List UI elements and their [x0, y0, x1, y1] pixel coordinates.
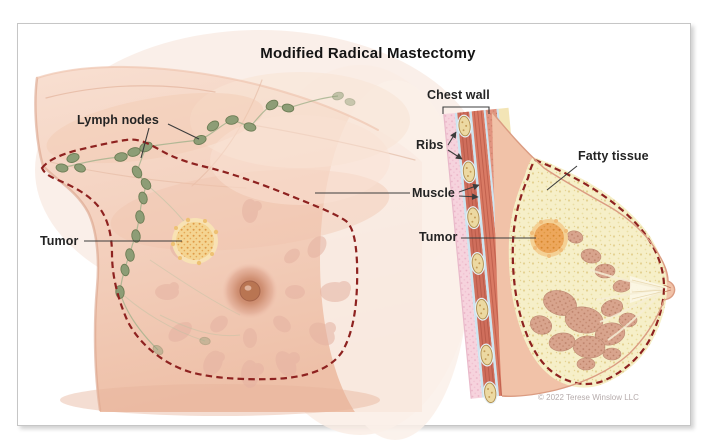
- label-muscle: Muscle: [412, 186, 455, 200]
- incision-line-right: [511, 158, 666, 386]
- leader-lines: [84, 106, 578, 242]
- chest-cross-section-illustration: [443, 107, 676, 406]
- label-fatty-tissue: Fatty tissue: [578, 149, 649, 163]
- ribs-arrow-2: [447, 149, 463, 160]
- label-tumor-left: Tumor: [40, 234, 79, 248]
- breast-lobules-right: [529, 230, 638, 371]
- label-chest-wall: Chest wall: [427, 88, 490, 102]
- left-breast-illustration: [34, 30, 485, 440]
- lymph-nodes-leader-2: [167, 123, 200, 140]
- nipple-areola: [222, 263, 278, 319]
- muscle-arrow-2: [458, 193, 479, 200]
- label-lymph-nodes: Lymph nodes: [77, 113, 159, 127]
- figure-title: Modified Radical Mastectomy: [260, 45, 476, 62]
- chest-wall-bracket: [442, 106, 490, 114]
- tumor-left-shape: [170, 217, 219, 266]
- breast-outline-stroke: [491, 111, 676, 397]
- label-ribs: Ribs: [416, 138, 444, 152]
- breast-lobules-left: [155, 199, 351, 388]
- tumor-right-shape: [530, 219, 568, 258]
- fatty-tissue-leader: [546, 165, 578, 191]
- lymph-nodes-leader-1: [140, 127, 150, 159]
- copyright-credit: © 2022 Terese Winslow LLC: [538, 393, 639, 402]
- label-tumor-right: Tumor: [419, 230, 458, 244]
- ribs-arrow-1: [447, 131, 457, 146]
- muscle-arrow-1: [458, 183, 480, 193]
- milk-ducts: [589, 269, 667, 341]
